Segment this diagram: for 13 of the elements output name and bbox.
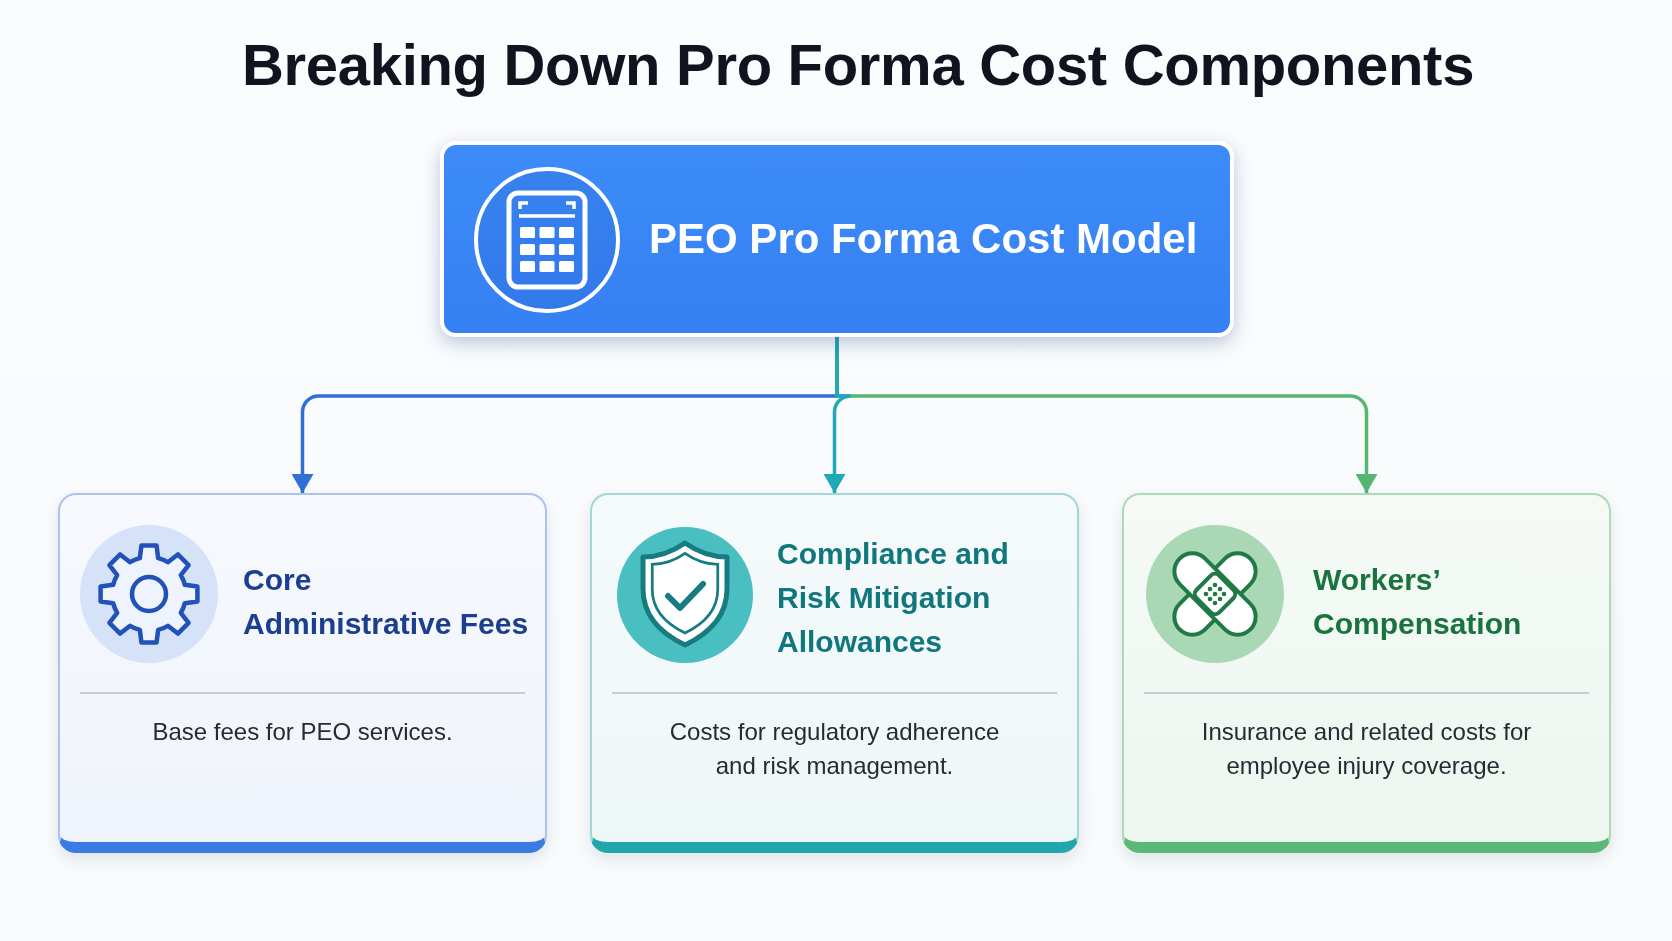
model-box — [440, 141, 1234, 337]
card-description: Costs for regulatory adherence and risk management. — [668, 717, 1001, 781]
category-card — [58, 493, 547, 853]
box-title: PEO Pro Forma Cost Model — [649, 214, 1198, 264]
category-card — [1122, 493, 1611, 853]
card-title: Core Administrative Fees — [243, 562, 530, 642]
diagram-title: Breaking Down Pro Forma Cost Components — [241, 31, 1475, 99]
card-description: Base fees for PEO services. — [152, 717, 453, 747]
card-description: Insurance and related costs for employee injury coverage. — [1200, 717, 1533, 781]
category-card — [590, 493, 1079, 853]
connector-arrow — [823, 337, 853, 493]
card-title: Workers’ Compensation — [1313, 562, 1523, 642]
card-title: Compliance and Risk Mitigation Allowances — [777, 536, 1010, 660]
